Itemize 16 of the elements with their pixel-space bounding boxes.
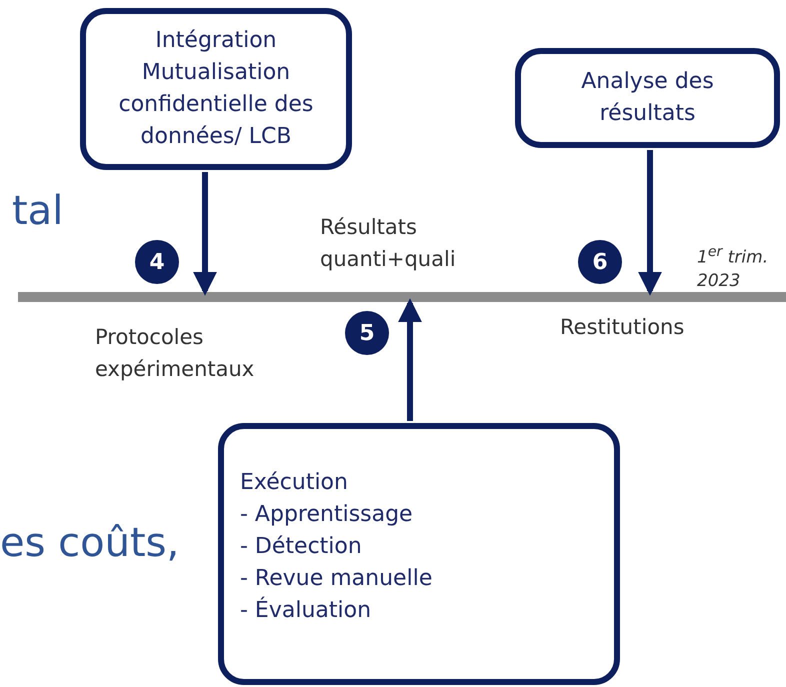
- process-box: Exécution - Apprentissage - Détection - Revue manuelle - Évaluation: [218, 423, 620, 685]
- process-box: Analyse des résultats: [515, 48, 780, 148]
- cut-off-text: tal: [12, 188, 64, 234]
- timeline-label: Résultats quanti+quali: [320, 214, 457, 272]
- step-number: 4: [135, 240, 179, 284]
- step-number: 5: [345, 311, 389, 355]
- date-note: 1$^{er}$ trim. 2023: [697, 243, 770, 294]
- timeline-label: Restitutions: [560, 314, 684, 341]
- cut-off-text: es coûts,: [0, 520, 180, 566]
- timeline-label: Protocoles expérimentaux: [95, 324, 256, 382]
- arrow: [638, 150, 662, 296]
- step-number: 6: [578, 240, 622, 284]
- timeline-bar: [18, 292, 786, 302]
- process-box: Intégration Mutualisation confidentielle des données/ LCB: [80, 8, 352, 170]
- arrow: [398, 298, 422, 421]
- arrow: [193, 172, 217, 296]
